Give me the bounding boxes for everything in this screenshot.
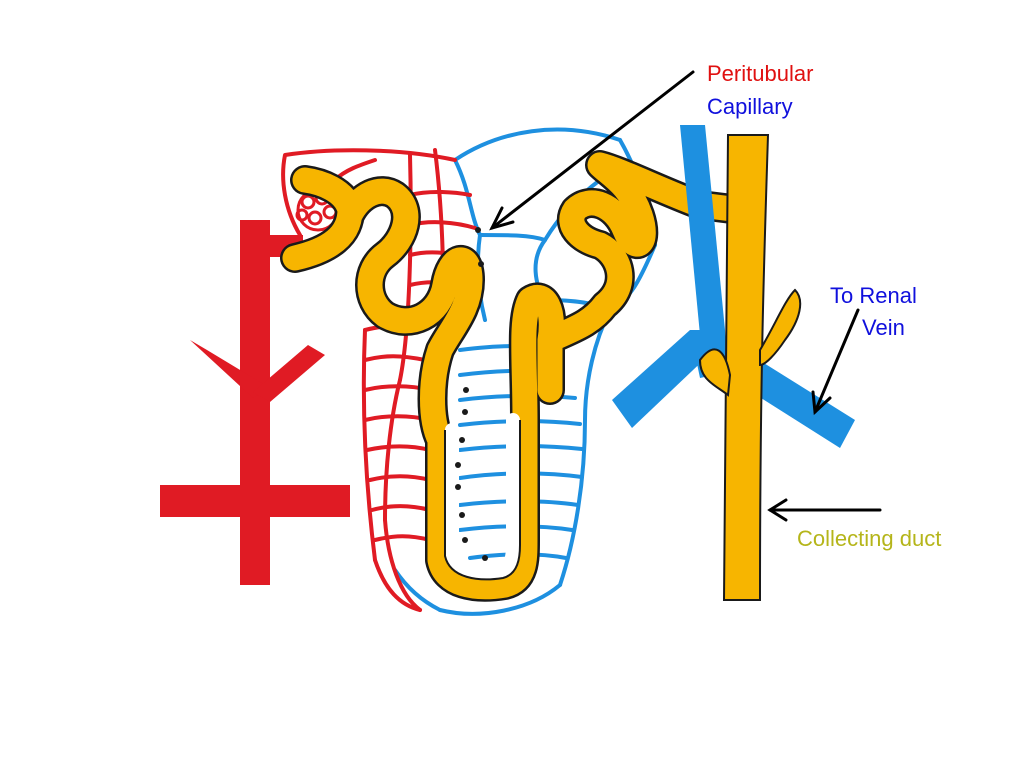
label-collecting-duct: Collecting duct: [797, 526, 942, 551]
collecting-duct: [698, 134, 802, 601]
label-vein: Vein: [862, 315, 905, 340]
pointer-arrows: [489, 70, 882, 522]
nephron-tubule: [280, 150, 755, 602]
loop-of-henle-inner-outline: [444, 420, 521, 581]
label-to-renal: To Renal: [830, 283, 917, 308]
label-peritubular: Peritubular: [707, 61, 814, 86]
loop-of-henle-lumen: [445, 413, 520, 580]
renal-artery-branch: [160, 220, 350, 585]
label-capillary: Capillary: [707, 94, 793, 119]
capillary-contact-points: [455, 227, 488, 561]
